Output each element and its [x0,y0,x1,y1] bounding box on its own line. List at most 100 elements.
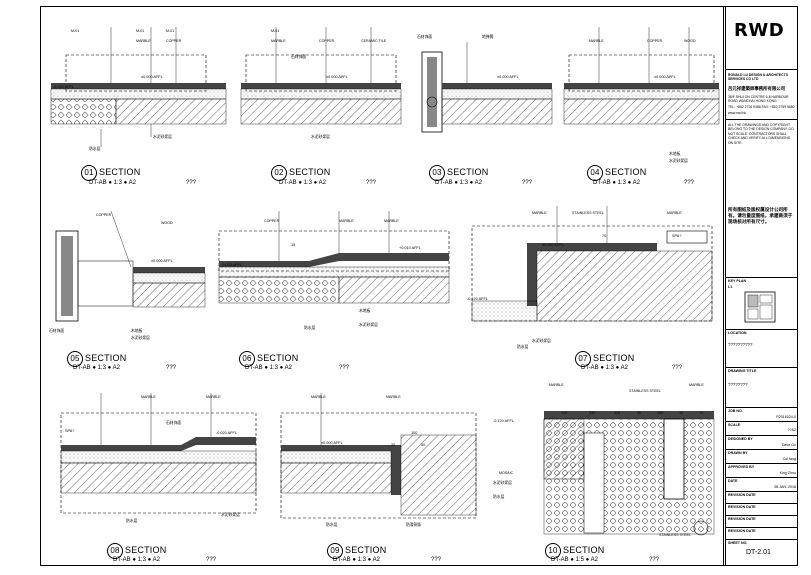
material-label: COPPER [264,219,280,223]
annotation: 石材饰面 [417,35,433,39]
section-07-drawing [471,206,713,322]
section-01-panel: M-01 M-01 M-01 MARBLE COPPER -0.020 AFFL… [41,7,232,192]
material-label: MARBLE [532,211,547,215]
level-mark: ±0.000 AFFL [151,259,173,263]
material-label: MARBLE [141,395,156,399]
section-06-drawing [218,211,450,304]
section-09-panel: MARBLE MARBLE 100 20 40 ±0.000 AFFL 防水层 … [271,373,490,565]
level-mark: -0.020 AFFL [216,431,237,435]
annotation: 水泥砂浆层 [493,481,512,485]
annotation: 防水层 [304,326,316,330]
section-04-panel: MARBLE COPPER WOOD ±0.000 AFFL 木地板 水泥砂浆层… [559,7,724,192]
material-tag: M-01 [136,29,145,33]
level-mark: +0.010 AFFL [399,246,421,250]
key-plan-id: L1 [728,285,733,289]
material-label: MARBLE [689,383,704,387]
dimension: 30 [637,411,642,415]
drawn-by-label: DRAWN BY [728,451,748,455]
annotation: 水泥砂浆层 [669,159,688,163]
material-label: MARBLE [339,219,354,223]
title-block: RWD RONALD LU DESIGN & ARCHITECTS SERVIC… [725,7,798,565]
level-mark: -0.120 AFFL [467,297,488,301]
approved-by-label: APPROVED BY [728,465,755,469]
annotation: 地弹簧 [482,35,494,39]
company-logo: RWD [734,20,785,41]
label: SPA? [65,429,75,433]
annotation: 水泥砂浆层 [153,135,172,139]
material-label: MARBLE [667,211,682,215]
annotation: 防滑铜条 [406,523,422,527]
disclaimer-cn: 所有图纸及版权属设计公司所有。请勿量度图纸，承建商须于现场核对所有尺寸。 [728,207,793,224]
section-08-drawing [60,393,257,514]
designed-by-value: Dave Gu [781,443,796,447]
material-label: WOOD [684,39,696,43]
section-09-note: ??? [431,557,442,563]
section-07-note: ??? [672,365,683,371]
company-address: 38/F SHUI ON CENTRE 6-8 HARBOUR ROAD WAN… [728,95,789,104]
level-mark: ±0.000 AFFL [542,243,564,247]
material-label: CERAMIC TILE [361,39,387,43]
material-label: MARBLE [311,395,326,399]
level-mark: -0.020 AFFL [221,263,242,267]
section-05-drawing [55,210,206,322]
section-06-scale: DT-AB ● 1:3 ● A2 [245,365,292,371]
level-mark: -0.120 AFFL [493,419,514,423]
annotation: 石材饰面 [291,55,307,59]
company-name-cn: 呂元祥建築師事務所有限公司 [728,86,786,91]
section-08-note: ??? [206,557,217,563]
material-label: COPPER [96,213,112,217]
level-mark: ±0.000 AFFL [654,75,676,79]
sheet-no-label: SHEET NO. [728,541,748,545]
date-label: DATE [728,479,738,483]
company-name-en: RONALD LU DESIGN & ARCHITECTS SERVICES C… [728,73,788,82]
section-02-panel: M-01 MARBLE COPPER CERAMIC TILE 石材饰面 ±0.… [231,7,408,192]
section-10-scale: DT-AB ● 1:5 ● A2 [551,557,598,563]
level-mark: ±0.000 AFFL [326,75,348,79]
material-label: MARBLE [384,219,399,223]
material-tag: M-01 [166,29,175,33]
section-01-scale: DT-AB ● 1:3 ● A2 [89,180,136,186]
material-label: STAINLESS STEEL [629,389,661,393]
section-05-note: ??? [166,365,177,371]
section-10-drawing [543,411,715,536]
section-04-note: ??? [684,180,695,186]
annotation: 木地板 [131,329,143,333]
section-02-scale: DT-AB ● 1:3 ● A2 [279,180,326,186]
revision-date-label: REVISION DATE [728,505,756,509]
revision-date-label: REVISION DATE [728,529,756,533]
section-10-panel: 120 330 110 30 160 10 70 MARBLE STAINLES… [489,373,724,565]
scale-label: SCALE [728,423,741,427]
drawn-by-value: Cui fang [782,457,796,461]
dimension: 15 [291,243,296,247]
approved-by-value: King Zhou [779,471,796,475]
dimension: 70 [699,411,704,415]
location-value: ?????????? [728,342,753,347]
section-01-note: ??? [186,180,197,186]
annotation: 防水层 [493,495,505,499]
material-label: WOOD [161,221,173,225]
section-09-scale: DT-AB ● 1:3 ● A2 [333,557,380,563]
level-mark: ±0.000 AFFL [497,75,519,79]
annotation: 石材饰面 [166,421,182,425]
job-no-value: R2016024-0 [776,415,796,419]
annotation: 木地板 [359,309,371,313]
section-04-drawing [563,27,720,125]
disclaimer-en: ALL THE DRAWINGS AND COPYRIGHT BELONG TO… [728,123,794,145]
section-03-note: ??? [522,180,533,186]
material-tag: M-01 [71,29,80,33]
company-contact: TEL: +852 2726 9388 FAX: +852 2759 5650 [728,105,795,109]
section-10-note: ??? [649,557,660,563]
annotation: 石材饰面 [49,329,65,333]
material-label: STAINLESS STEEL [572,211,604,215]
date-value: 08 JAN, 2018 [774,485,796,489]
revision-date-label: REVISION DATE [728,517,756,521]
key-plan-diagram [744,291,776,323]
annotation: 水泥砂浆层 [532,339,551,343]
material-label: MARBLE [549,383,564,387]
